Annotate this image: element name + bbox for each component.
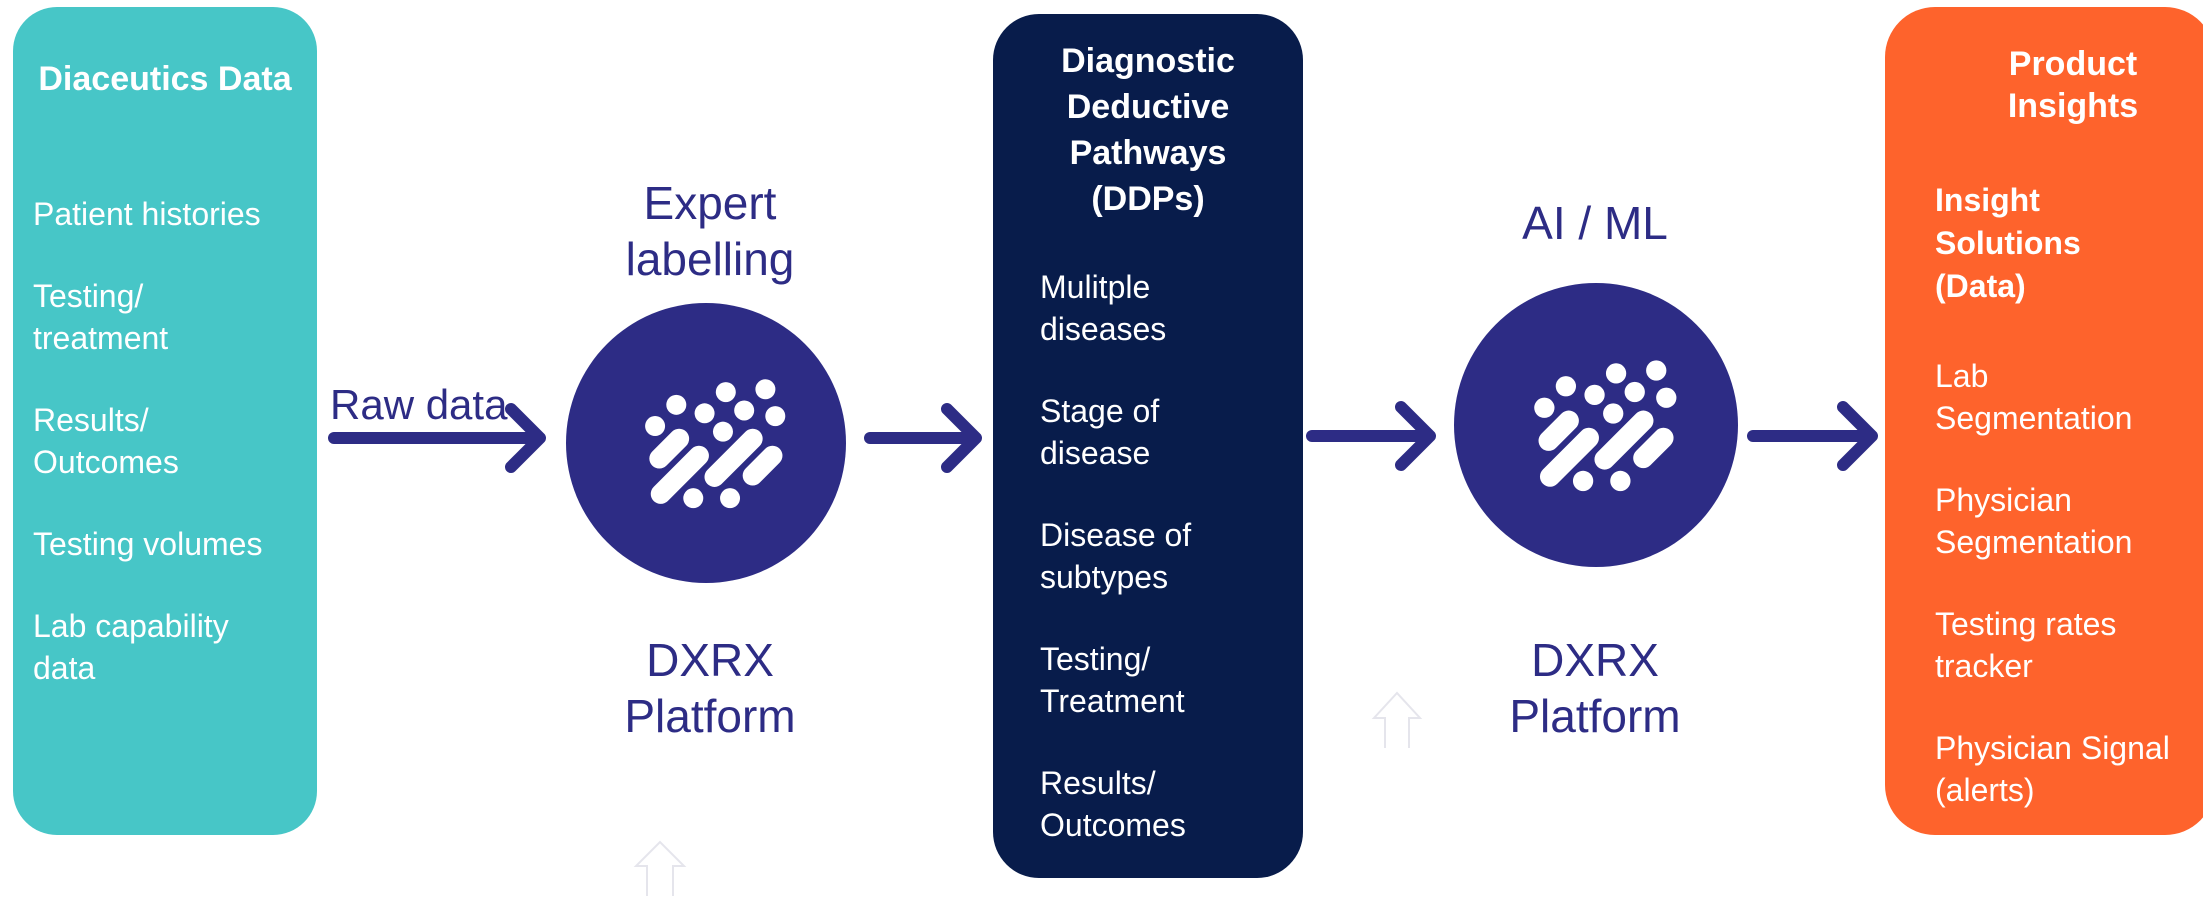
diaceutics-data-box: Diaceutics Data Patient histories Testin… bbox=[13, 7, 317, 835]
arrow-right-icon bbox=[864, 403, 982, 473]
ai-dxrx-platform-label: DXRX Platform bbox=[1509, 634, 1681, 742]
ai-ml-label: AI / ML bbox=[1522, 197, 1668, 249]
list-item: Lab Segmentation bbox=[1935, 358, 2133, 436]
list-item: Results/ Outcomes bbox=[33, 402, 179, 480]
insight-solutions-subtitle: Insight Solutions (Data) bbox=[1935, 182, 2081, 304]
pattern-dots-icon bbox=[1534, 360, 1677, 492]
dxrx-platform-circle bbox=[566, 303, 846, 583]
ddp-box: Diagnostic Deductive Pathways (DDPs) Mul… bbox=[993, 14, 1303, 878]
list-item: Testing volumes bbox=[33, 526, 263, 562]
ddp-list: Mulitple diseases Stage of disease Disea… bbox=[1040, 266, 1260, 886]
faint-up-arrow-icon bbox=[633, 840, 687, 896]
product-insights-title: Product Insights bbox=[2007, 45, 2139, 125]
arrow-right-icon bbox=[1306, 401, 1436, 471]
list-item: Patient histories bbox=[33, 196, 261, 232]
list-item: Mulitple diseases bbox=[1040, 269, 1167, 347]
ai-platform-circle bbox=[1454, 283, 1738, 567]
expert-labelling-label: Expert labelling bbox=[625, 177, 795, 285]
list-item: Disease of subtypes bbox=[1040, 517, 1192, 595]
diaceutics-data-list: Patient histories Testing/ treatment Res… bbox=[33, 193, 303, 729]
diaceutics-data-title: Diaceutics Data bbox=[38, 60, 292, 98]
list-item: Physician Signal (alerts) bbox=[1935, 730, 2170, 808]
arrow-right-icon bbox=[1747, 401, 1878, 471]
ddp-title: Diagnostic Deductive Pathways (DDPs) bbox=[1061, 42, 1235, 218]
dxrx-platform-label: DXRX Platform bbox=[624, 634, 796, 742]
list-item: Lab capability data bbox=[33, 608, 229, 686]
faint-up-arrow-icon bbox=[1371, 691, 1423, 748]
list-item: Testing/ Treatment bbox=[1040, 641, 1185, 719]
product-insights-box: Product Insights Insight Solutions (Data… bbox=[1885, 7, 2203, 835]
list-item: Testing/ treatment bbox=[33, 278, 169, 356]
raw-data-label: Raw data bbox=[330, 381, 508, 428]
list-item: Results/ Outcomes bbox=[1040, 765, 1186, 843]
list-item: Physician Segmentation bbox=[1935, 482, 2133, 560]
insights-list: Lab Segmentation Physician Segmentation … bbox=[1935, 355, 2185, 851]
list-item: Testing rates tracker bbox=[1935, 606, 2117, 684]
arrow-right-icon bbox=[328, 403, 546, 473]
list-item: Stage of disease bbox=[1040, 393, 1160, 471]
pattern-dots-icon bbox=[645, 379, 786, 509]
